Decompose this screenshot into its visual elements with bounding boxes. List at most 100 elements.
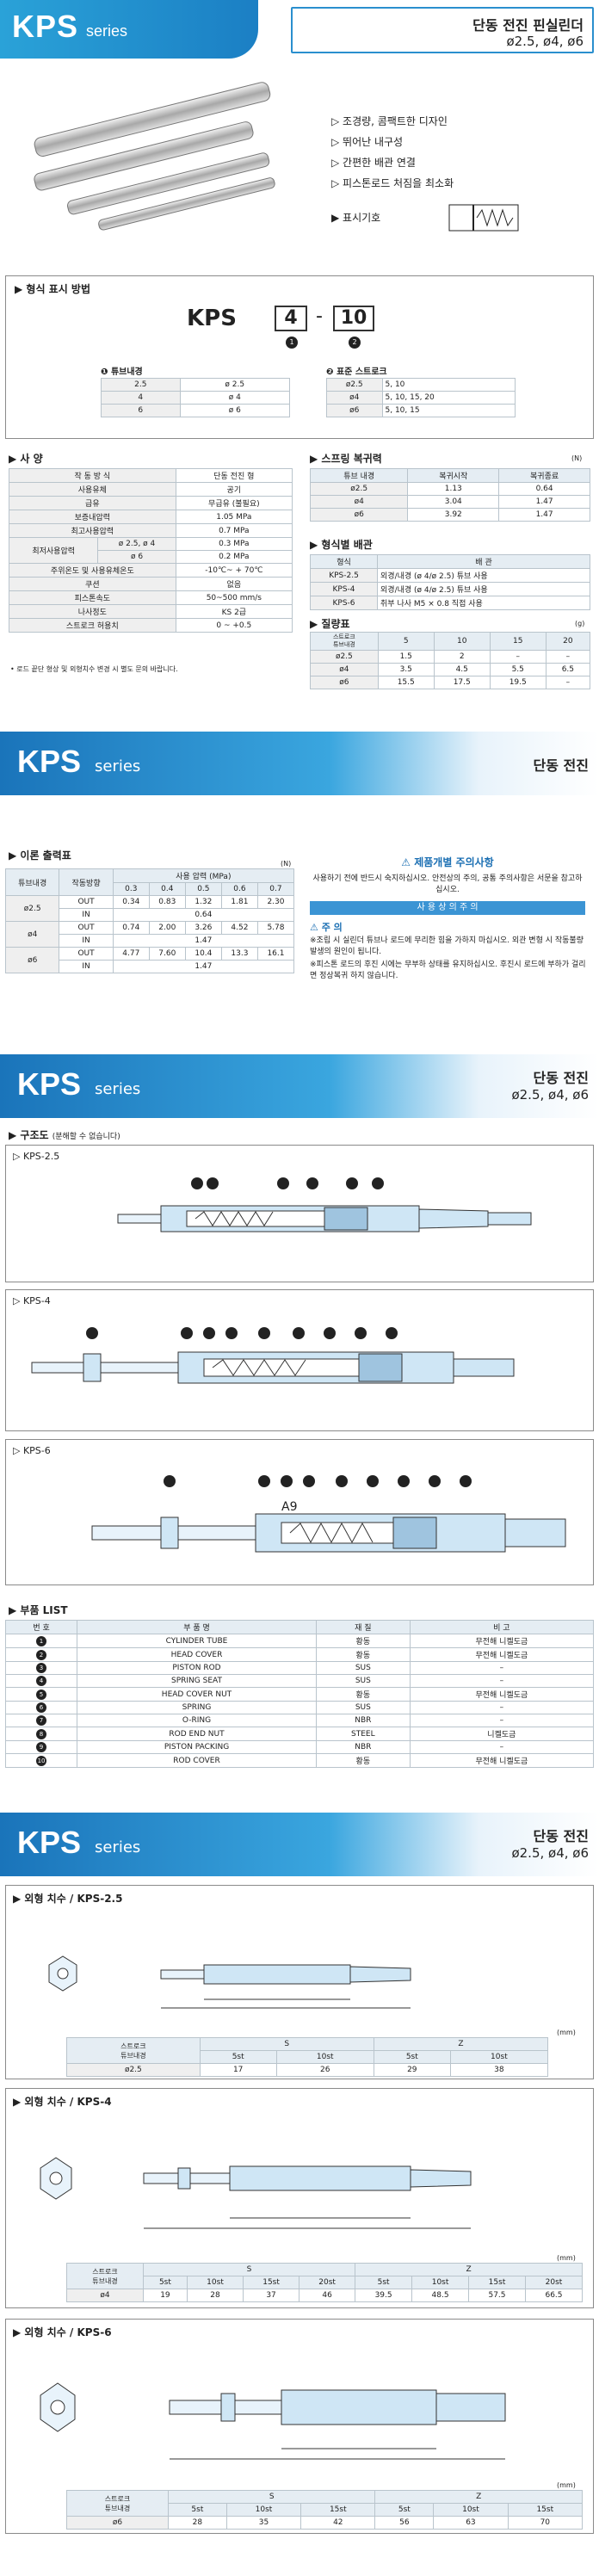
stroke-table-title: ❷ 표준 스트로크 — [326, 368, 387, 377]
port-heading: ▶ 형식별 배관 — [310, 539, 373, 551]
structure-kps-2-5: ▷ KPS-2.5 — [5, 1145, 594, 1282]
section-band-2: KPS series 단동 전진 — [0, 732, 599, 795]
cylinder-symbol-icon — [448, 204, 519, 232]
weight-heading: ▶ 질량표 — [310, 618, 350, 630]
caution-note-2: ※피스톤 로드의 후진 시에는 무부하 상태를 유지하십시오. 후진시 로드에 … — [310, 961, 586, 980]
parts-heading: ▶ 부품 LIST — [9, 1604, 68, 1616]
structure-heading: ▶ 구조도 (분해할 수 없습니다) — [9, 1129, 120, 1141]
weight-unit: (g) — [575, 620, 585, 627]
product-photo — [34, 82, 275, 231]
feature-1: ▷ 조경량, 콤팩트한 디자인 — [331, 115, 448, 127]
theory-heading: ▶ 이론 출력표 — [9, 849, 71, 862]
dimension-drawing-4 — [40, 2157, 472, 2229]
structure-kps-6: ▷ KPS-6 A9 — [5, 1439, 594, 1585]
spring-unit: (N) — [571, 454, 583, 462]
structure-section: ▶ 구조도 (분해할 수 없습니다) ▷ KPS-2.5 ▷ KPS-4 ▷ K… — [0, 1127, 599, 1592]
cross-section-drawing-6 — [91, 1475, 566, 1553]
cross-section-drawing-4 — [31, 1327, 515, 1384]
title-box: 단동 전진 핀실린더 ø2.5, ø4, ø6 — [291, 7, 594, 53]
marker-1: 1 — [286, 337, 298, 349]
feature-4: ▷ 피스톤로드 처짐을 최소화 — [331, 177, 454, 189]
table-row: 주위온도 및 사용유체온도-10℃~ + 70℃ — [9, 563, 293, 578]
band3-sizes: ø2.5, ø4, ø6 — [511, 1087, 589, 1103]
band4-title: 단동 전진 — [533, 1828, 589, 1844]
band3-title: 단동 전진 — [533, 1070, 589, 1086]
dimension-drawing-2-5 — [48, 1955, 411, 2009]
warning-icon: ⚠ — [401, 856, 411, 868]
feature-3: ▷ 간편한 배관 연결 — [331, 157, 416, 169]
usage-caution-bar: 사 용 상 의 주 의 — [310, 901, 585, 915]
intro-section: ▷ 조경량, 콤팩트한 디자인 ▷ 뛰어난 내구성 ▷ 간편한 배관 연결 ▷ … — [0, 74, 599, 255]
model-heading: ▶ 형식 표시 방법 — [15, 283, 91, 295]
detail-label: A9 — [281, 1500, 298, 1514]
cross-section-drawing-2-5 — [117, 1177, 532, 1232]
model-dash: - — [316, 306, 323, 327]
feature-2: ▷ 뛰어난 내구성 — [331, 136, 404, 148]
page-title: 단동 전진 핀실린더 — [472, 17, 584, 34]
model-box-bore: 4 — [275, 306, 307, 331]
symbol-label: ▶ 표시기호 — [331, 212, 381, 224]
band2-title: 단동 전진 — [533, 757, 589, 774]
theory-unit: (N) — [281, 860, 292, 868]
section-band-4: KPS series 단동 전진 ø2.5, ø4, ø6 — [0, 1813, 599, 1876]
marker-2: 2 — [349, 337, 361, 349]
dimension-drawing-6 — [40, 2382, 506, 2460]
brand-logo: KPS — [12, 9, 79, 44]
structure-kps-4: ▷ KPS-4 — [5, 1289, 594, 1431]
